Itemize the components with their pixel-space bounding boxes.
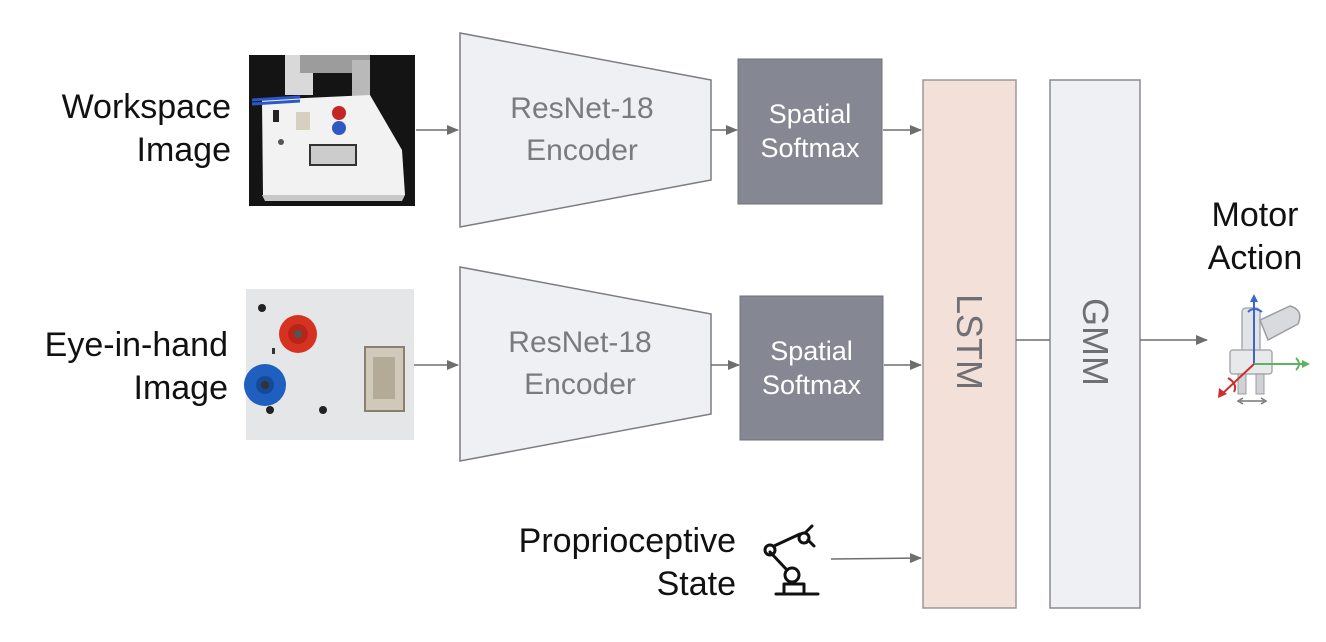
eye-in-hand-image <box>244 289 414 440</box>
arrow-proprio-to-lstm <box>830 553 922 564</box>
workspace-image-label: Workspace Image <box>20 86 231 172</box>
robot-arm-icon <box>763 524 820 596</box>
motor-action-line-1: Motor <box>1211 196 1299 234</box>
proprioceptive-state-label: Proprioceptive State <box>470 520 736 606</box>
encoder-bottom-line-1: ResNet-18 <box>508 326 652 359</box>
softmax-top-line-1: Spatial <box>768 99 852 129</box>
softmax-top-shape <box>737 58 883 205</box>
lstm-label: LSTM <box>949 293 990 390</box>
gmm-label: GMM <box>1075 298 1116 386</box>
gripper-axes-icon <box>1218 294 1310 405</box>
workspace-label-line-2: Image <box>136 131 232 169</box>
encoder-top-line-1: ResNet-18 <box>510 92 654 125</box>
motor-action-label: Motor Action <box>1190 194 1320 280</box>
encoder-top-shape <box>459 32 712 228</box>
proprio-label-line-2: State <box>656 565 736 603</box>
workspace-label-line-1: Workspace <box>61 88 231 126</box>
eye-in-hand-label-line-2: Image <box>133 369 229 407</box>
softmax-bottom-line-1: Spatial <box>770 336 853 366</box>
encoder-bottom-label: ResNet-18 Encoder <box>476 322 684 406</box>
softmax-top-label: Spatial Softmax <box>738 97 882 165</box>
encoder-bottom-shape <box>459 266 712 462</box>
softmax-bottom-label: Spatial Softmax <box>740 334 883 402</box>
gmm-shape <box>1049 79 1141 609</box>
workspace-image <box>249 55 415 206</box>
softmax-bottom-line-2: Softmax <box>761 370 862 400</box>
encoder-top-label: ResNet-18 Encoder <box>478 88 686 172</box>
eye-in-hand-label-line-1: Eye-in-hand <box>44 326 228 364</box>
lstm-shape <box>922 79 1017 609</box>
proprio-label-line-1: Proprioceptive <box>518 522 736 560</box>
softmax-bottom-shape <box>739 295 884 441</box>
softmax-top-line-2: Softmax <box>760 133 860 163</box>
motor-action-line-2: Action <box>1207 239 1303 277</box>
encoder-bottom-line-2: Encoder <box>524 368 636 401</box>
encoder-top-line-2: Encoder <box>526 134 638 167</box>
eye-in-hand-image-label: Eye-in-hand Image <box>10 324 228 410</box>
